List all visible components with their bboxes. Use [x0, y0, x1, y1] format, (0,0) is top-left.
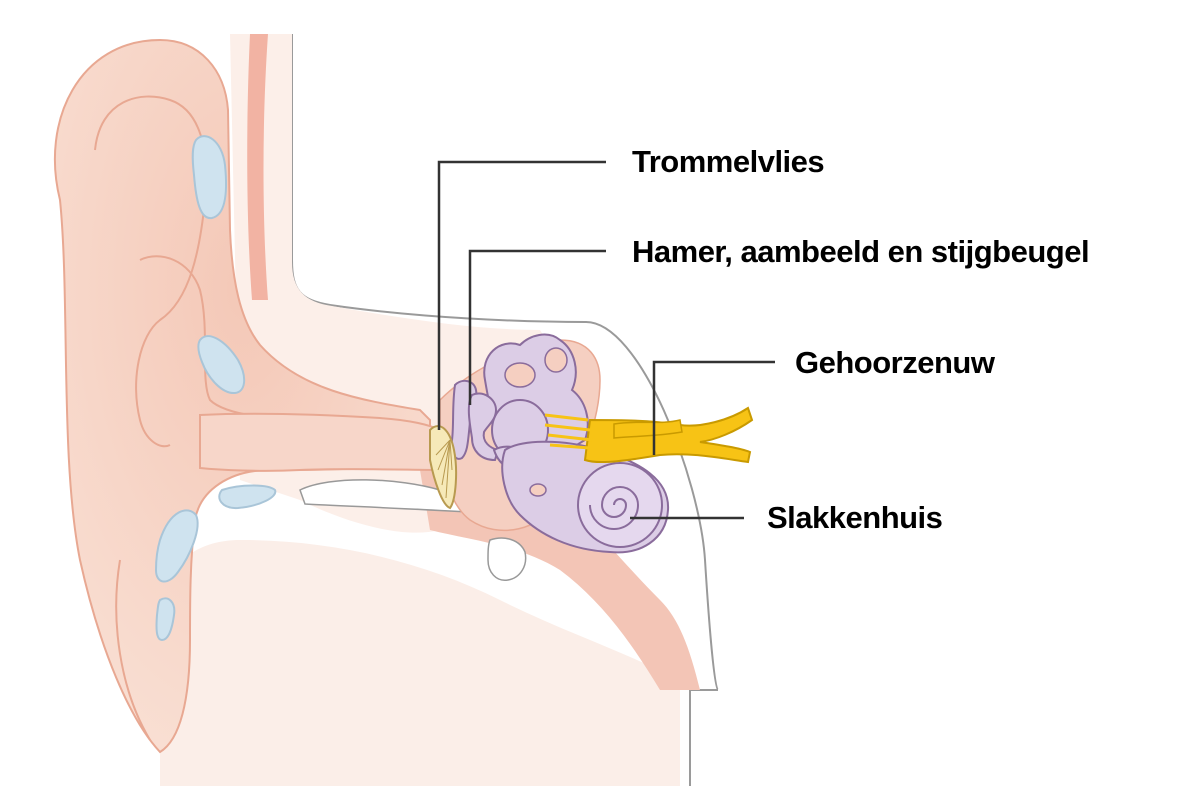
leader-eardrum: [437, 160, 606, 430]
ossicle-anvil: [467, 392, 500, 462]
neck-skin: [160, 540, 680, 786]
cochlea-coil: [577, 462, 663, 548]
auditory-nerve: [583, 406, 754, 464]
label-cochlea: Slakkenhuis: [767, 500, 943, 535]
round-window: [529, 483, 547, 497]
helix-fold: [94, 95, 208, 448]
canal-loop-1: [504, 362, 536, 388]
cartilage-5: [155, 597, 176, 642]
canal-wall: [247, 34, 268, 300]
cartilage-1: [191, 135, 228, 220]
label-auditory-nerve: Gehoorzenuw: [795, 345, 995, 380]
cartilage-3: [218, 484, 277, 510]
eardrum-rays: [435, 439, 453, 499]
cartilage-2: [197, 335, 246, 395]
ear-canal: [199, 412, 441, 472]
cochlea-spiral: [589, 486, 640, 530]
bone-chamber-lower: [487, 537, 527, 581]
label-ossicles: Hamer, aambeeld en stijgbeugel: [632, 234, 1090, 269]
leader-ossicles: [468, 249, 606, 405]
leader-nerve: [652, 360, 775, 455]
nerve-fibers: [544, 413, 593, 450]
cartilage-4: [154, 509, 199, 583]
head-outline: [291, 34, 719, 786]
leader-lines: [437, 160, 775, 520]
canal-loop-2: [544, 347, 568, 373]
lobule-fold: [115, 559, 151, 741]
label-eardrum: Trommelvlies: [632, 144, 825, 179]
facial-nerve: [613, 419, 683, 439]
